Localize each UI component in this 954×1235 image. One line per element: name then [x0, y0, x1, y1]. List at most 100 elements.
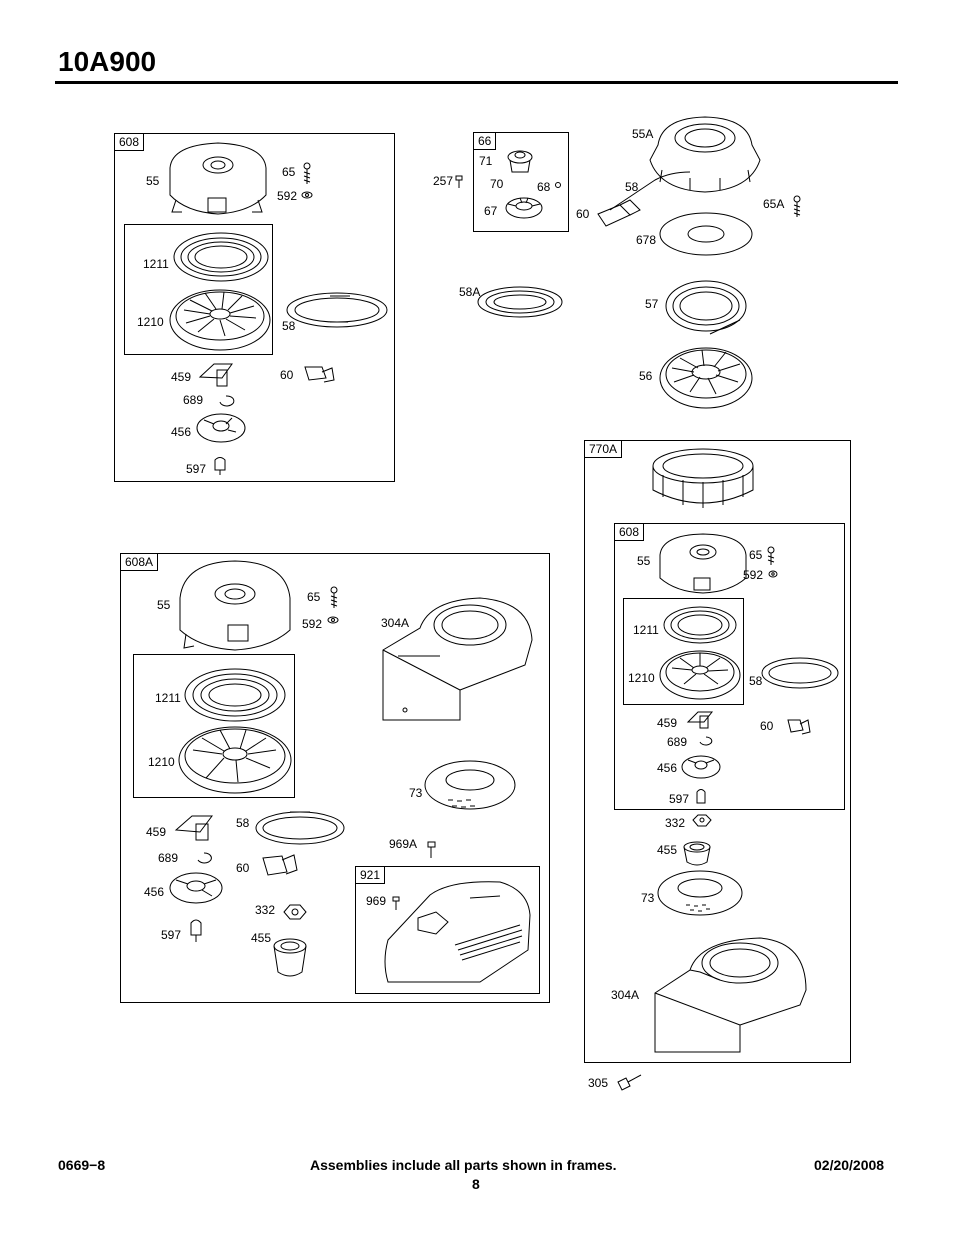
- retainer-456-drawing: [196, 413, 246, 443]
- part-label: 305: [588, 1076, 609, 1090]
- part-label: 332: [255, 903, 276, 917]
- rope-58-608a-drawing: [255, 811, 345, 845]
- retainer-456-608a-drawing: [169, 872, 223, 904]
- nut-592-608a-drawing: [327, 616, 339, 624]
- bolt-65-right-drawing: [767, 546, 775, 565]
- part-label: 592: [277, 189, 298, 203]
- rope-58-top-drawing: [609, 171, 691, 211]
- part-label: 71: [479, 154, 493, 168]
- part-label: 456: [144, 885, 165, 899]
- part-label: 67: [484, 204, 498, 218]
- part-label: 455: [251, 931, 272, 945]
- rope-58-drawing: [286, 292, 388, 328]
- part-label: 65A: [763, 197, 785, 211]
- frame-tag: 770A: [585, 441, 623, 458]
- part-label: 55: [157, 598, 171, 612]
- bolt-65-drawing: [303, 162, 311, 184]
- rope-58-right-drawing: [761, 657, 839, 689]
- pawl-459-drawing: [198, 363, 233, 387]
- part-label: 57: [645, 297, 659, 311]
- retainer-456-right-drawing: [681, 755, 721, 779]
- pulley-56-drawing: [659, 347, 753, 409]
- part-label: 60: [236, 861, 250, 875]
- screw-597-drawing: [214, 457, 226, 475]
- part-label: 332: [665, 816, 686, 830]
- frame-608a-inner: [133, 654, 295, 798]
- nut-592-drawing: [301, 191, 313, 199]
- part-label: 70: [490, 177, 504, 191]
- frame-tag: 608A: [121, 554, 159, 571]
- nut-332-608a-drawing: [283, 904, 307, 920]
- frame-608-top-inner: [124, 224, 273, 355]
- part-label: 969A: [389, 837, 418, 851]
- cup-455-right-drawing: [683, 841, 711, 866]
- clip-689-drawing: [219, 395, 235, 407]
- pawl-459-right-drawing: [686, 711, 714, 729]
- part-label: 597: [669, 792, 690, 806]
- part-label: 55: [637, 554, 651, 568]
- part-label: 456: [657, 761, 678, 775]
- cup-67-drawing: [505, 197, 543, 219]
- screen-770a-drawing: [652, 448, 754, 508]
- starter-housing-55-drawing: [169, 142, 267, 215]
- screw-257-drawing: [455, 175, 463, 188]
- part-label: 65: [307, 590, 321, 604]
- footer-doc-number: 0669−8: [58, 1157, 106, 1173]
- part-label: 65: [282, 165, 296, 179]
- part-label: 455: [657, 843, 678, 857]
- part-label: 1211: [155, 691, 181, 705]
- frame-921: 921: [355, 866, 540, 994]
- part-label: 689: [158, 851, 179, 865]
- part-label: 304A: [381, 616, 410, 630]
- blower-housing-304a-drawing: [382, 597, 533, 721]
- starter-housing-55-right-drawing: [659, 533, 747, 594]
- nut-332-right-drawing: [692, 814, 712, 827]
- spring-1211-drawing: [173, 232, 269, 282]
- pawl-459-608a-drawing: [174, 815, 213, 841]
- part-label: 58: [236, 816, 250, 830]
- part-label: 257: [433, 174, 454, 188]
- spring-58a-drawing: [477, 286, 563, 318]
- frame-770a: 770A: [584, 440, 851, 1063]
- screen-73-right-drawing: [657, 870, 743, 916]
- bolt-305-drawing: [617, 1074, 642, 1091]
- part-label: 1210: [137, 315, 164, 329]
- frame-tag: 921: [356, 867, 386, 884]
- part-label: 592: [302, 617, 323, 631]
- page-number: 8: [472, 1176, 480, 1192]
- blower-housing-921-drawing: [384, 881, 531, 983]
- frame-66: 66: [473, 132, 569, 232]
- bolt-969-drawing: [392, 896, 400, 910]
- part-label: 597: [186, 462, 207, 476]
- part-label: 1211: [143, 257, 169, 271]
- part-label: 58: [625, 180, 639, 194]
- handle-60-top-drawing: [597, 199, 641, 227]
- bolt-65a-drawing: [793, 195, 801, 217]
- part-label: 73: [641, 891, 655, 905]
- part-label: 459: [171, 370, 192, 384]
- frame-tag: 66: [474, 133, 497, 150]
- ratchet-71-drawing: [507, 150, 533, 173]
- clip-689-right-drawing: [699, 736, 713, 746]
- handle-60-drawing: [304, 366, 335, 383]
- part-label: 597: [161, 928, 182, 942]
- handle-60-608a-drawing: [262, 854, 298, 876]
- part-label: 1210: [628, 671, 655, 685]
- ball-68-drawing: [555, 182, 561, 188]
- washer-678-drawing: [659, 212, 753, 256]
- part-label: 68: [537, 180, 551, 194]
- part-label: 969: [366, 894, 387, 908]
- frame-tag: 608: [615, 524, 645, 541]
- spring-57-drawing: [665, 280, 747, 335]
- pulley-1210-608a-drawing: [178, 726, 292, 794]
- screw-597-right-drawing: [696, 789, 706, 804]
- screw-597-608a-drawing: [190, 919, 202, 942]
- frame-608-right: 608: [614, 523, 845, 810]
- part-label: 459: [657, 716, 678, 730]
- part-label: 58: [282, 319, 296, 333]
- pulley-1210-drawing: [169, 289, 271, 351]
- part-label: 58A: [459, 285, 481, 299]
- bolt-969a-drawing: [427, 841, 436, 858]
- nut-592-right-drawing: [768, 570, 778, 578]
